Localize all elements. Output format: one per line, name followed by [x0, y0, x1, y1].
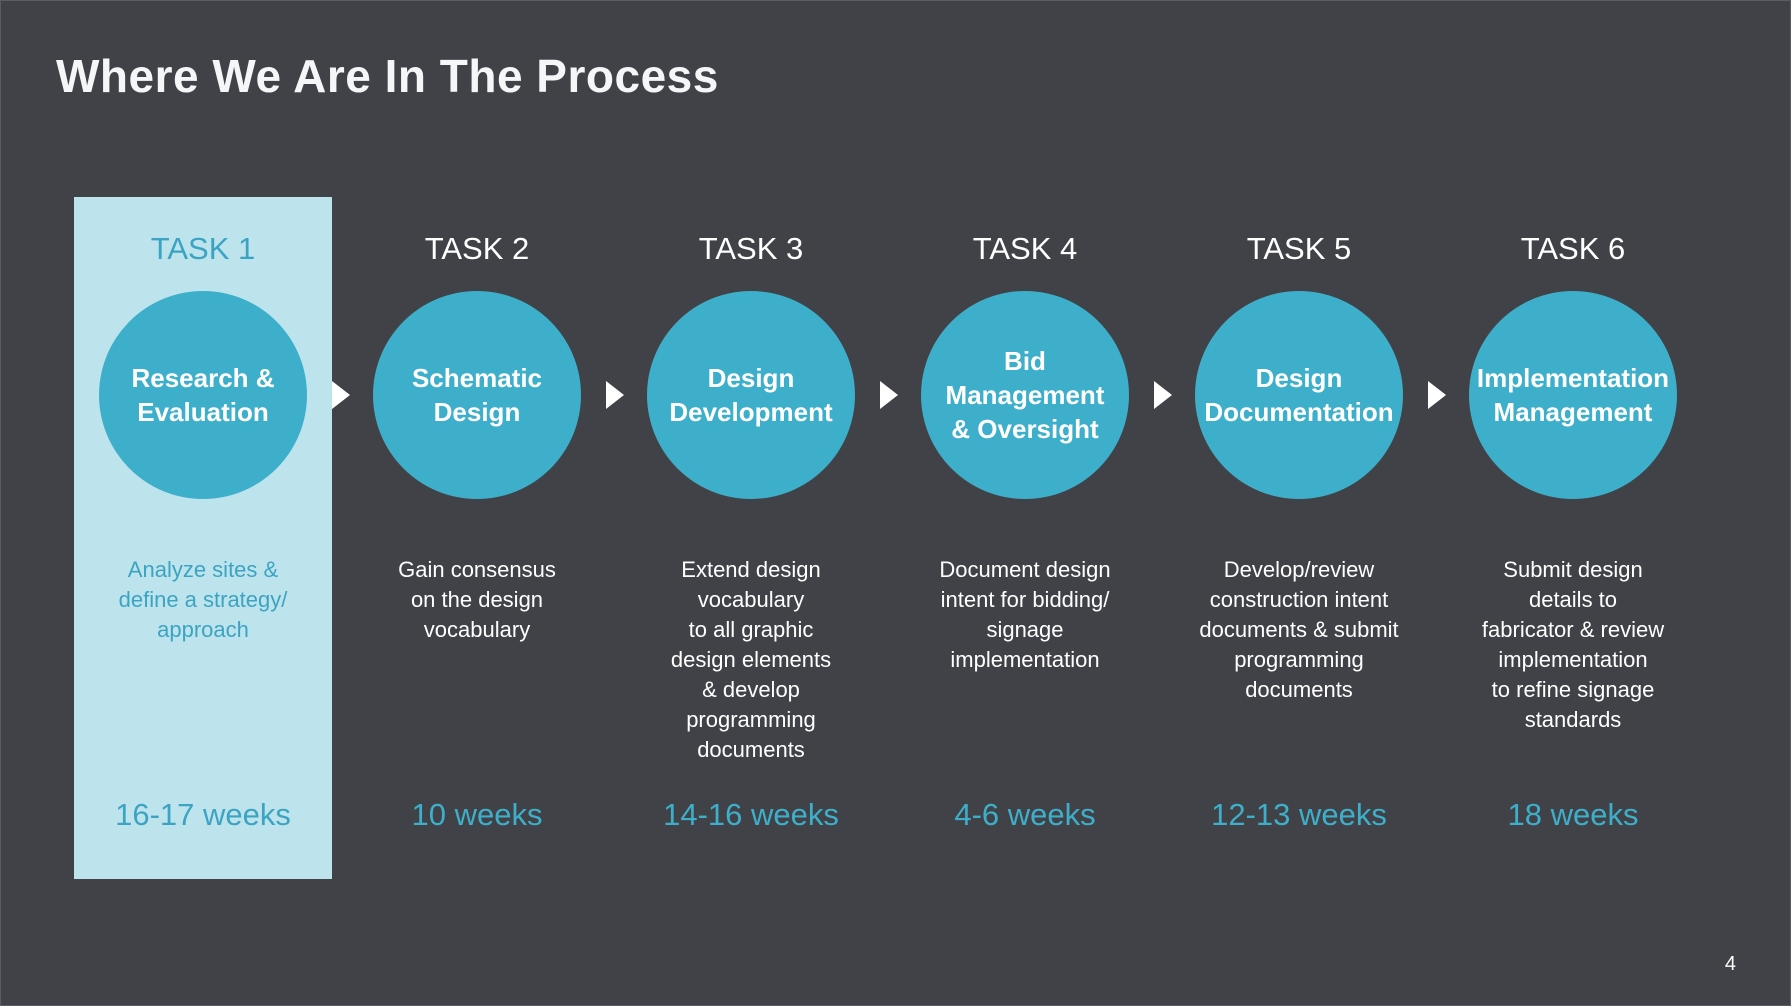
task-name: Design Development — [669, 363, 833, 427]
task-1: TASK 1 Research & Evaluation Analyze sit… — [66, 197, 340, 879]
task-name: Implementation Management — [1476, 363, 1670, 427]
task-4: TASK 4 Bid Management & Oversight Docume… — [888, 197, 1162, 879]
task-label: TASK 6 — [1520, 231, 1626, 266]
task-description: Gain consensus on the design vocabulary — [398, 557, 556, 642]
task-name: Bid Management & Oversight — [945, 346, 1105, 444]
task-2: TASK 2 Schematic Design Gain consensus o… — [340, 197, 614, 879]
task-description: Extend design vocabulary to all graphic … — [670, 557, 832, 762]
arrow-right-icon — [880, 381, 898, 409]
task-circle: Design Development — [647, 291, 855, 499]
task-duration: 14-16 weeks — [663, 797, 839, 832]
task-duration: 10 weeks — [411, 797, 543, 832]
task-name: Research & Evaluation — [131, 363, 275, 427]
task-label: TASK 4 — [972, 231, 1078, 266]
task-duration: 12-13 weeks — [1211, 797, 1387, 832]
slide-title: Where We Are In The Process — [56, 50, 719, 102]
task-5: TASK 5 Design Documentation Develop/revi… — [1162, 197, 1436, 879]
task-6: TASK 6 Implementation Management Submit … — [1436, 197, 1710, 879]
arrow-right-icon — [1154, 381, 1172, 409]
task-description: Develop/review construction intent docum… — [1199, 557, 1399, 702]
task-circle: Schematic Design — [373, 291, 581, 499]
task-circle: Research & Evaluation — [99, 291, 307, 499]
task-label: TASK 3 — [698, 231, 804, 266]
task-description: Submit design details to fabricator & re… — [1481, 557, 1665, 732]
task-name: Schematic Design — [411, 363, 543, 427]
arrow-right-icon — [332, 381, 350, 409]
task-duration: 18 weeks — [1507, 797, 1639, 832]
task-name: Design Documentation — [1204, 363, 1394, 427]
arrow-right-icon — [1428, 381, 1446, 409]
task-circle: Design Documentation — [1195, 291, 1403, 499]
task-label: TASK 2 — [424, 231, 530, 266]
page-number: 4 — [1724, 953, 1736, 975]
task-duration: 16-17 weeks — [115, 797, 291, 832]
task-label: TASK 5 — [1246, 231, 1352, 266]
task-3: TASK 3 Design Development Extend design … — [614, 197, 888, 879]
task-circle: Bid Management & Oversight — [921, 291, 1129, 499]
task-circle: Implementation Management — [1469, 291, 1677, 499]
task-description: Analyze sites & define a strategy/ appro… — [118, 557, 288, 642]
task-label: TASK 1 — [150, 231, 256, 266]
task-description: Document design intent for bidding/ sign… — [939, 557, 1111, 672]
arrow-right-icon — [606, 381, 624, 409]
task-duration: 4-6 weeks — [954, 797, 1096, 832]
